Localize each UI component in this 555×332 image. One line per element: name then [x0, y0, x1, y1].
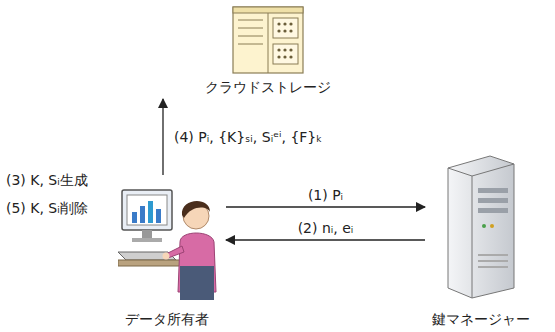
- arrow-label: (4) Pᵢ, {K}ₛᵢ, Sᵢᵉⁱ, {F}ₖ: [172, 129, 324, 146]
- message-arrow: [226, 239, 425, 240]
- storage-icon: [232, 6, 304, 74]
- node-label: 鍵マネージャー: [429, 311, 533, 328]
- owner-node: データ所有者: [112, 178, 222, 328]
- storage-node: クラウドストレージ: [202, 4, 334, 96]
- step-note: (3) K, Sᵢ生成: [4, 172, 90, 189]
- server-node: 鍵マネージャー: [429, 152, 533, 328]
- message-arrow: [226, 206, 425, 207]
- step-note: (5) K, Sᵢ削除: [4, 200, 90, 217]
- message-arrow: [162, 99, 163, 175]
- arrow-label: (2) nᵢ, eᵢ: [296, 220, 356, 237]
- node-label: データ所有者: [112, 311, 222, 328]
- arrow-label: (1) Pᵢ: [306, 187, 345, 204]
- node-label: クラウドストレージ: [202, 79, 334, 96]
- owner-icon: [118, 182, 222, 306]
- server-icon: [446, 154, 516, 300]
